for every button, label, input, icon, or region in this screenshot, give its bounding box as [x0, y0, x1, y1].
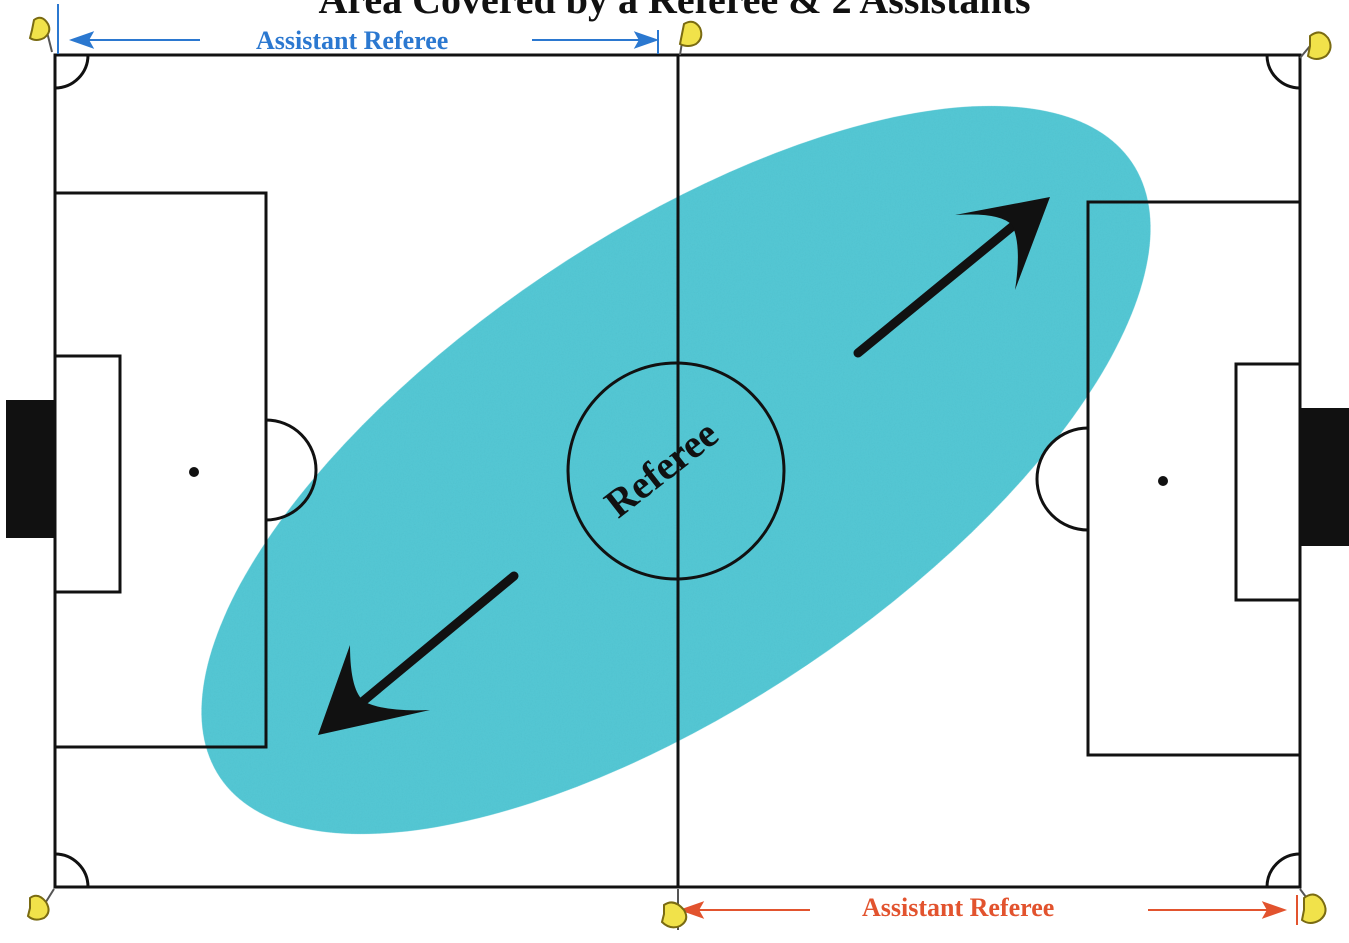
- corner-arc-bottom-right: [1265, 852, 1301, 888]
- top-assistant-range: [57, 4, 660, 54]
- left-penalty-spot: [189, 467, 199, 477]
- corner-arc-top-left: [54, 54, 90, 90]
- corner-flag-icon-top-left: [28, 16, 53, 53]
- right-penalty-spot: [1158, 476, 1168, 486]
- right-goal-area: [1234, 362, 1302, 602]
- diagram-title: Area Covered by a Referee & 2 Assistants: [0, 0, 1349, 23]
- corner-flag-icon-bottom-left: [26, 888, 55, 921]
- left-penalty-arc: [265, 418, 318, 522]
- arrow-icon-down-left: [318, 571, 519, 735]
- right-goal-icon: [1300, 408, 1349, 546]
- corner-flag-icon-top-right: [1299, 31, 1332, 60]
- corner-arc-top-right: [1265, 54, 1301, 90]
- top-assistant-label: Assistant Referee: [256, 26, 449, 55]
- left-goal-area: [53, 354, 122, 594]
- left-goal-icon: [6, 400, 55, 538]
- corner-arc-bottom-left: [54, 852, 90, 888]
- bottom-assistant-label: Assistant Referee: [862, 893, 1055, 922]
- center-circle: [566, 361, 786, 581]
- arrow-icon-up-right: [853, 197, 1050, 358]
- corner-flag-icon-bottom-right: [1299, 888, 1327, 924]
- corner-flag-icon-top-center: [678, 20, 703, 56]
- bottom-assistant-range: [678, 895, 1298, 925]
- corner-flag-icon-bottom-center: [660, 889, 688, 930]
- right-penalty-arc: [1035, 426, 1089, 532]
- coverage-area: [201, 105, 1151, 835]
